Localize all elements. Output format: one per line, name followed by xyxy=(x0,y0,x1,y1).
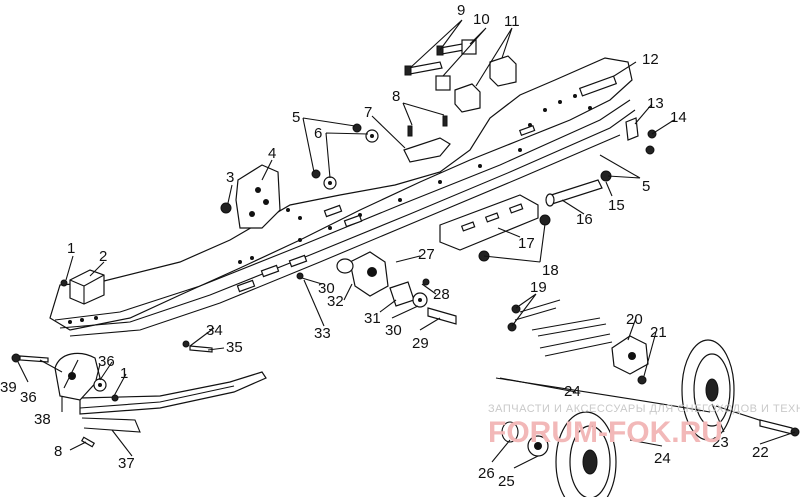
tip-38 xyxy=(54,352,101,401)
callout-19: 19 xyxy=(530,279,547,296)
callout-12: 12 xyxy=(642,51,659,68)
callout-27: 27 xyxy=(418,246,435,263)
callout-33: 33 xyxy=(314,325,331,342)
callout-15: 15 xyxy=(608,197,625,214)
callout-26: 26 xyxy=(478,465,495,482)
bolt-9 xyxy=(404,61,443,76)
callout-29: 29 xyxy=(412,335,429,352)
strip-hardware xyxy=(507,299,613,357)
callout-1b: 1 xyxy=(120,365,128,382)
bolt-29 xyxy=(427,307,457,325)
callout-20: 20 xyxy=(626,311,643,328)
callout-5: 5 xyxy=(292,109,300,126)
callout-5b: 5 xyxy=(642,178,650,195)
wear-strip-37 xyxy=(79,371,267,433)
axle-16 xyxy=(545,179,603,207)
callout-30: 30 xyxy=(385,322,402,339)
rail-stop-block xyxy=(69,269,105,305)
callout-38: 38 xyxy=(34,411,51,428)
callout-25: 25 xyxy=(498,473,515,490)
callout-30b: 30 xyxy=(318,280,335,297)
callout-23: 23 xyxy=(712,434,729,451)
bushing-10b xyxy=(435,75,451,91)
block-11b xyxy=(454,83,481,113)
callouts: 1 2 3 4 5 6 7 8 9 10 11 12 13 14 5 15 16… xyxy=(0,2,769,490)
callout-31: 31 xyxy=(364,310,381,327)
callout-1: 1 xyxy=(67,240,75,257)
callout-10: 10 xyxy=(473,11,490,28)
callout-2: 2 xyxy=(99,248,107,265)
callout-34: 34 xyxy=(206,322,223,339)
callout-39: 39 xyxy=(0,379,17,396)
callout-4: 4 xyxy=(268,145,276,162)
bracket-20 xyxy=(611,335,649,375)
block-11a xyxy=(489,55,517,87)
bracket-32 xyxy=(336,251,389,297)
idler-wheel-25 xyxy=(501,411,617,497)
callout-7: 7 xyxy=(364,104,372,121)
callout-37: 37 xyxy=(118,455,135,472)
clip-13 xyxy=(625,117,639,141)
callout-18: 18 xyxy=(542,262,559,279)
callout-14: 14 xyxy=(670,109,687,126)
callout-35: 35 xyxy=(226,339,243,356)
front-plate xyxy=(235,164,281,229)
slide-block-17 xyxy=(439,194,539,251)
callout-21: 21 xyxy=(650,324,667,341)
watermark: ЗАПЧАСТИ И АКСЕССУАРЫ ДЛЯ СНЕГОХОДОВ И Т… xyxy=(488,403,800,449)
bracket-7 xyxy=(403,137,451,163)
bolt-9b xyxy=(436,43,465,56)
main-rail xyxy=(49,57,636,337)
callout-13: 13 xyxy=(647,95,664,112)
callout-32: 32 xyxy=(327,293,344,310)
callout-17: 17 xyxy=(518,235,535,252)
callout-28: 28 xyxy=(433,286,450,303)
idler-wheel-23 xyxy=(681,339,800,441)
watermark-text: ЗАПЧАСТИ И АКСЕССУАРЫ ДЛЯ СНЕГОХОДОВ И Т… xyxy=(488,403,800,415)
callout-22: 22 xyxy=(752,444,769,461)
callout-9: 9 xyxy=(457,2,465,19)
watermark-logo: FORUM-FOK.RU xyxy=(488,416,723,449)
callout-36: 36 xyxy=(98,353,115,370)
callout-36b: 36 xyxy=(20,389,37,406)
callout-16: 16 xyxy=(576,211,593,228)
callout-24: 24 xyxy=(564,383,581,400)
callout-8b: 8 xyxy=(54,443,62,460)
leader-lines xyxy=(17,19,796,469)
callout-11: 11 xyxy=(504,13,520,30)
callout-6: 6 xyxy=(314,125,322,142)
callout-24b: 24 xyxy=(654,450,671,467)
callout-3: 3 xyxy=(226,169,234,186)
callout-8: 8 xyxy=(392,88,400,105)
